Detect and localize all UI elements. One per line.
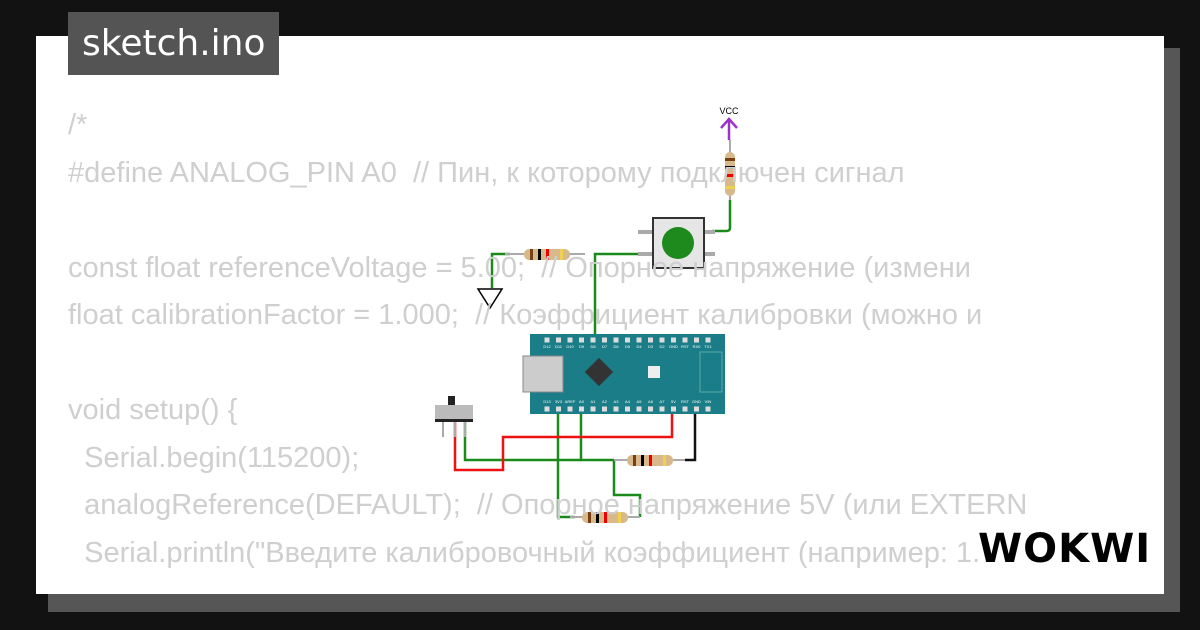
pin-label: A3	[614, 399, 620, 404]
pushbutton[interactable]	[638, 217, 715, 269]
pin-label: RST	[681, 399, 690, 404]
pin-d6	[613, 337, 619, 343]
pin-a3	[613, 406, 619, 412]
resistor-ground	[505, 249, 585, 260]
pin-label: D4	[636, 344, 642, 349]
wire-red	[453, 412, 674, 472]
pin-label: VIN	[705, 399, 712, 404]
code-line: float calibrationFactor = 1.000; // Коэф…	[68, 299, 983, 331]
code-line: Serial.begin(115200);	[68, 441, 360, 474]
pin-d10	[567, 337, 573, 343]
pin-a1	[590, 406, 596, 412]
pin-label: A6	[648, 399, 654, 404]
code-line: #define ANALOG_PIN A0 // Пин, к которому…	[68, 156, 905, 189]
pin-rst	[682, 406, 688, 412]
wire-black	[685, 412, 697, 462]
pin-label: D8	[590, 344, 596, 349]
pin-label: D9	[579, 344, 585, 349]
pin-label: D11	[555, 344, 563, 349]
pin-d7	[602, 337, 607, 343]
pin-3v3	[556, 406, 561, 412]
pin-aref	[567, 406, 573, 412]
pin-label: D5	[625, 344, 631, 349]
slide-switch[interactable]	[435, 396, 473, 437]
pin-a7	[659, 406, 665, 412]
pin-label: A4	[625, 399, 631, 404]
pin-label: D6	[613, 344, 619, 349]
code-line: Serial.println("Введите калибровочный ко…	[68, 536, 981, 569]
pin-label: RST	[681, 344, 690, 349]
preview-card	[36, 36, 1164, 594]
code-preview: /* #define ANALOG_PIN A0 // Пин, к котор…	[68, 102, 1027, 577]
pin-a4	[625, 406, 630, 412]
pin-d2	[659, 337, 665, 343]
pin-label: RX0	[693, 344, 702, 349]
pin-label: D13	[543, 399, 551, 404]
pin-label: D2	[659, 344, 665, 349]
pin-rx0	[694, 337, 699, 343]
pin-label: A7	[660, 399, 666, 404]
pin-d12	[544, 337, 550, 343]
pin-label: D12	[543, 344, 551, 349]
file-tab-title: sketch.ino	[68, 12, 280, 75]
wokwi-logo: WOKWI	[978, 526, 1152, 572]
pin-label: D10	[566, 344, 574, 349]
pin-gnd	[671, 337, 676, 343]
pin-d8	[590, 337, 596, 343]
pin-tx1	[705, 337, 711, 343]
pin-5v	[671, 406, 676, 412]
pin-a5	[636, 406, 642, 412]
pin-vin	[705, 406, 711, 412]
pin-rst	[682, 337, 688, 343]
pin-label: 5V	[671, 399, 676, 404]
pin-label: A2	[602, 399, 608, 404]
pin-d5	[625, 337, 630, 343]
pin-label: TX1	[704, 344, 712, 349]
pin-a6	[648, 406, 653, 412]
code-line: void setup() {	[68, 394, 238, 426]
vcc-label: VCC	[719, 106, 739, 116]
wires-green	[463, 200, 732, 519]
pin-label: AREF	[565, 399, 576, 404]
pin-label: A5	[637, 399, 643, 404]
pin-label: A1	[591, 399, 597, 404]
pin-label: A0	[579, 399, 585, 404]
resistor-a0	[614, 455, 685, 466]
vcc-icon	[720, 117, 738, 140]
pin-label: 3V3	[555, 399, 563, 404]
pin-d13	[544, 406, 550, 412]
pin-a2	[602, 406, 607, 412]
pin-label: GND	[692, 399, 701, 404]
pin-label: GND	[669, 344, 678, 349]
pin-label: D3	[648, 344, 654, 349]
code-line: /*	[68, 109, 88, 141]
ground-icon	[476, 288, 504, 310]
code-line: analogReference(DEFAULT); // Опорное нап…	[68, 489, 1028, 521]
pin-d3	[648, 337, 653, 343]
pin-d9	[579, 337, 584, 343]
pin-d11	[556, 337, 561, 343]
pin-a0	[579, 406, 584, 412]
resistor-vcc	[725, 140, 735, 200]
resistor-3v3	[570, 512, 640, 523]
pin-d4	[636, 337, 642, 343]
code-line: const float referenceVoltage = 5.00; // …	[68, 251, 971, 284]
pin-gnd	[694, 406, 699, 412]
pin-label: D7	[602, 344, 608, 349]
